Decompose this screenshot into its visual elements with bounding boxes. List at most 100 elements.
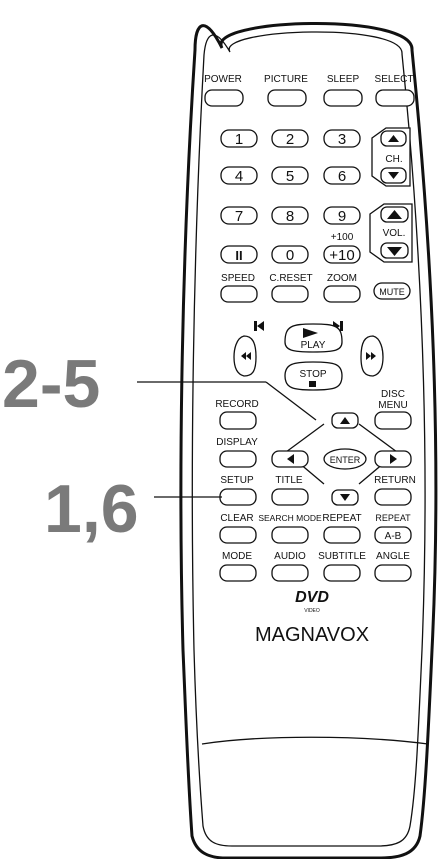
number-0-button[interactable]: [271, 245, 309, 264]
speed-button[interactable]: [220, 285, 258, 303]
callout-line-2-5-diag: [265, 381, 317, 421]
zoom-button[interactable]: [323, 285, 361, 303]
sleep-button[interactable]: [323, 89, 363, 107]
repeat-ab-button[interactable]: [374, 526, 412, 544]
subtitle-label: SUBTITLE: [318, 551, 366, 562]
title-button[interactable]: [271, 488, 309, 506]
number-5-label: 5: [286, 168, 294, 185]
select-button[interactable]: [375, 89, 415, 107]
stop-icon: [309, 381, 316, 387]
setup-label: SETUP: [220, 475, 254, 486]
picture-label: PICTURE: [264, 74, 308, 85]
mode-button[interactable]: [219, 564, 257, 582]
title-label: TITLE: [275, 475, 303, 486]
up-arrow-icon: [340, 417, 350, 424]
setup-button[interactable]: [219, 488, 257, 506]
search-mode-label: SEARCH MODE: [258, 513, 322, 523]
callout-steps-2-5: 2-5: [2, 346, 100, 422]
callout-steps-1-6: 1,6: [44, 471, 139, 547]
number-8-button[interactable]: [271, 206, 309, 225]
sleep-label: SLEEP: [327, 74, 360, 85]
number-7-button[interactable]: [220, 206, 258, 225]
display-label: DISPLAY: [216, 437, 258, 448]
audio-label: AUDIO: [274, 551, 306, 562]
disc-menu-label-line2: MENU: [378, 400, 407, 411]
repeat-label: REPEAT: [322, 513, 361, 524]
plus10-label: +10: [329, 247, 354, 264]
power-label: POWER: [204, 74, 242, 85]
remote-body-outer: [179, 22, 438, 860]
dvd-logo: DVD: [295, 589, 329, 606]
record-button[interactable]: [219, 411, 257, 430]
pause-button[interactable]: [220, 245, 258, 264]
number-5-button[interactable]: [271, 166, 309, 185]
volume-up-icon: [387, 210, 402, 219]
select-label: SELECT: [375, 74, 414, 85]
fast-forward-icon: [366, 352, 376, 360]
channel-up-icon: [388, 135, 399, 142]
dvd-video-text: VIDEO: [304, 608, 320, 614]
number-9-button[interactable]: [323, 206, 361, 225]
number-2-label: 2: [286, 131, 294, 148]
number-6-label: 6: [338, 168, 346, 185]
rewind-icon: [241, 352, 251, 360]
disc-menu-button[interactable]: [374, 411, 412, 430]
volume-down-icon: [387, 247, 402, 256]
mute-button[interactable]: [373, 282, 411, 300]
skip-back-icon: [254, 321, 264, 331]
mode-label: MODE: [222, 551, 252, 562]
enter-button[interactable]: [323, 448, 367, 470]
zoom-label: ZOOM: [327, 273, 357, 284]
number-4-button[interactable]: [220, 166, 258, 185]
play-label: PLAY: [301, 340, 326, 351]
number-1-label: 1: [235, 131, 243, 148]
creset-label: C.RESET: [269, 273, 312, 284]
plus100-label: +100: [331, 232, 354, 243]
right-arrow-icon: [390, 454, 397, 464]
angle-label: ANGLE: [376, 551, 410, 562]
subtitle-button[interactable]: [323, 564, 361, 582]
play-button[interactable]: [284, 323, 343, 353]
number-2-button[interactable]: [271, 129, 309, 148]
number-8-label: 8: [286, 208, 294, 225]
search-mode-button[interactable]: [271, 526, 309, 544]
number-9-label: 9: [338, 208, 346, 225]
clear-label: CLEAR: [220, 513, 253, 524]
plus10-button[interactable]: [323, 245, 361, 264]
audio-button[interactable]: [271, 564, 309, 582]
pause-icon: II: [235, 248, 242, 263]
return-button[interactable]: [374, 488, 412, 506]
return-label: RETURN: [374, 475, 416, 486]
brand-logo: MAGNAVOX: [255, 624, 369, 646]
record-label: RECORD: [215, 399, 258, 410]
repeat-ab-label: REPEAT: [375, 513, 411, 523]
play-icon: [303, 328, 318, 338]
down-arrow-icon: [340, 494, 350, 501]
display-button[interactable]: [219, 450, 257, 468]
power-button[interactable]: [204, 89, 244, 107]
clear-button[interactable]: [219, 526, 257, 544]
disc-menu-label-line1: DISC: [381, 389, 405, 400]
channel-down-icon: [388, 172, 399, 179]
ab-label: A-B: [385, 531, 402, 542]
left-arrow-icon: [287, 454, 294, 464]
channel-label: CH.: [385, 154, 402, 165]
picture-button[interactable]: [267, 89, 307, 107]
creset-button[interactable]: [271, 285, 309, 303]
angle-button[interactable]: [374, 564, 412, 582]
number-3-button[interactable]: [323, 129, 361, 148]
battery-door-line: [201, 736, 429, 745]
number-7-label: 7: [235, 208, 243, 225]
stop-label: STOP: [299, 369, 326, 380]
mute-label: MUTE: [379, 287, 405, 297]
number-4-label: 4: [235, 168, 243, 185]
enter-label: ENTER: [330, 455, 361, 465]
stop-button[interactable]: [284, 361, 343, 391]
speed-label: SPEED: [221, 273, 255, 284]
number-3-label: 3: [338, 131, 346, 148]
volume-label: VOL.: [383, 228, 406, 239]
number-6-button[interactable]: [323, 166, 361, 185]
repeat-button[interactable]: [323, 526, 361, 544]
number-1-button[interactable]: [220, 129, 258, 148]
